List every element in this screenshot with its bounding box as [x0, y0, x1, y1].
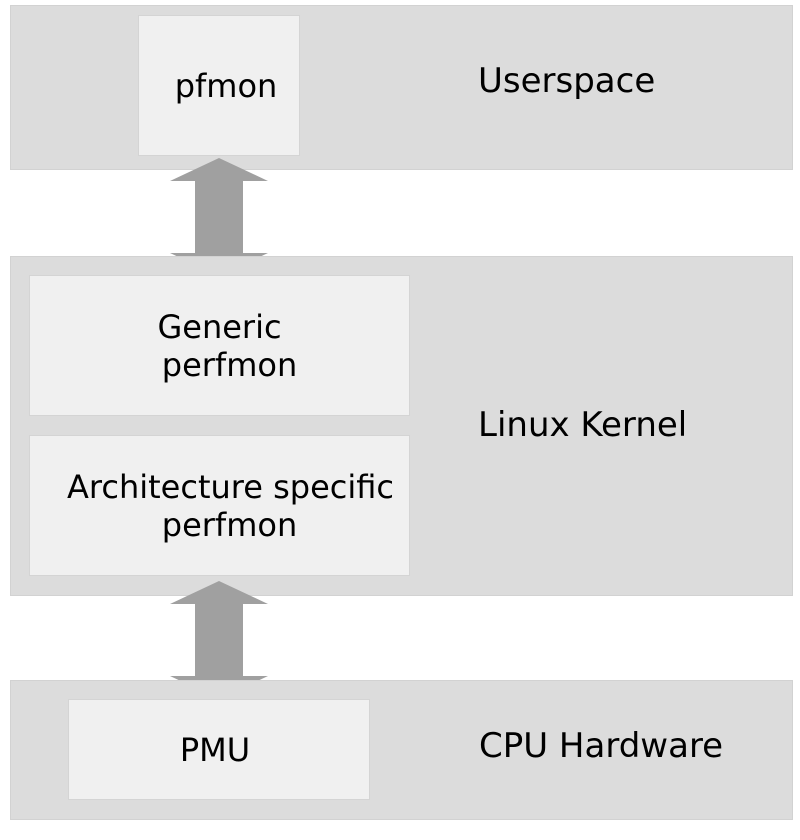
userspace-label: Userspace: [478, 61, 656, 101]
pfmon-label: pfmon: [174, 66, 278, 105]
userspace-kernel-arrow-shape: [170, 158, 268, 276]
kernel-hardware-arrow-shape: [170, 581, 268, 699]
generic-perfmon-line-2: perfmon: [161, 345, 298, 384]
kernel-hardware-arrow: [170, 581, 268, 699]
pmu-box: PMU: [68, 699, 370, 800]
userspace-layer: [10, 5, 793, 170]
arch-perfmon-box: Architecture specific perfmon: [29, 435, 410, 576]
kernel-label: Linux Kernel: [478, 405, 688, 445]
generic-perfmon-box: Generic perfmon: [29, 275, 410, 416]
generic-perfmon-line-1: Generic: [157, 307, 282, 346]
pmu-label: PMU: [179, 730, 251, 769]
userspace-kernel-arrow: [170, 158, 268, 276]
arch-perfmon-line-2: perfmon: [161, 505, 298, 544]
pfmon-box: pfmon: [138, 15, 300, 156]
hardware-label: CPU Hardware: [479, 726, 724, 766]
arch-perfmon-line-1: Architecture specific: [67, 467, 394, 506]
